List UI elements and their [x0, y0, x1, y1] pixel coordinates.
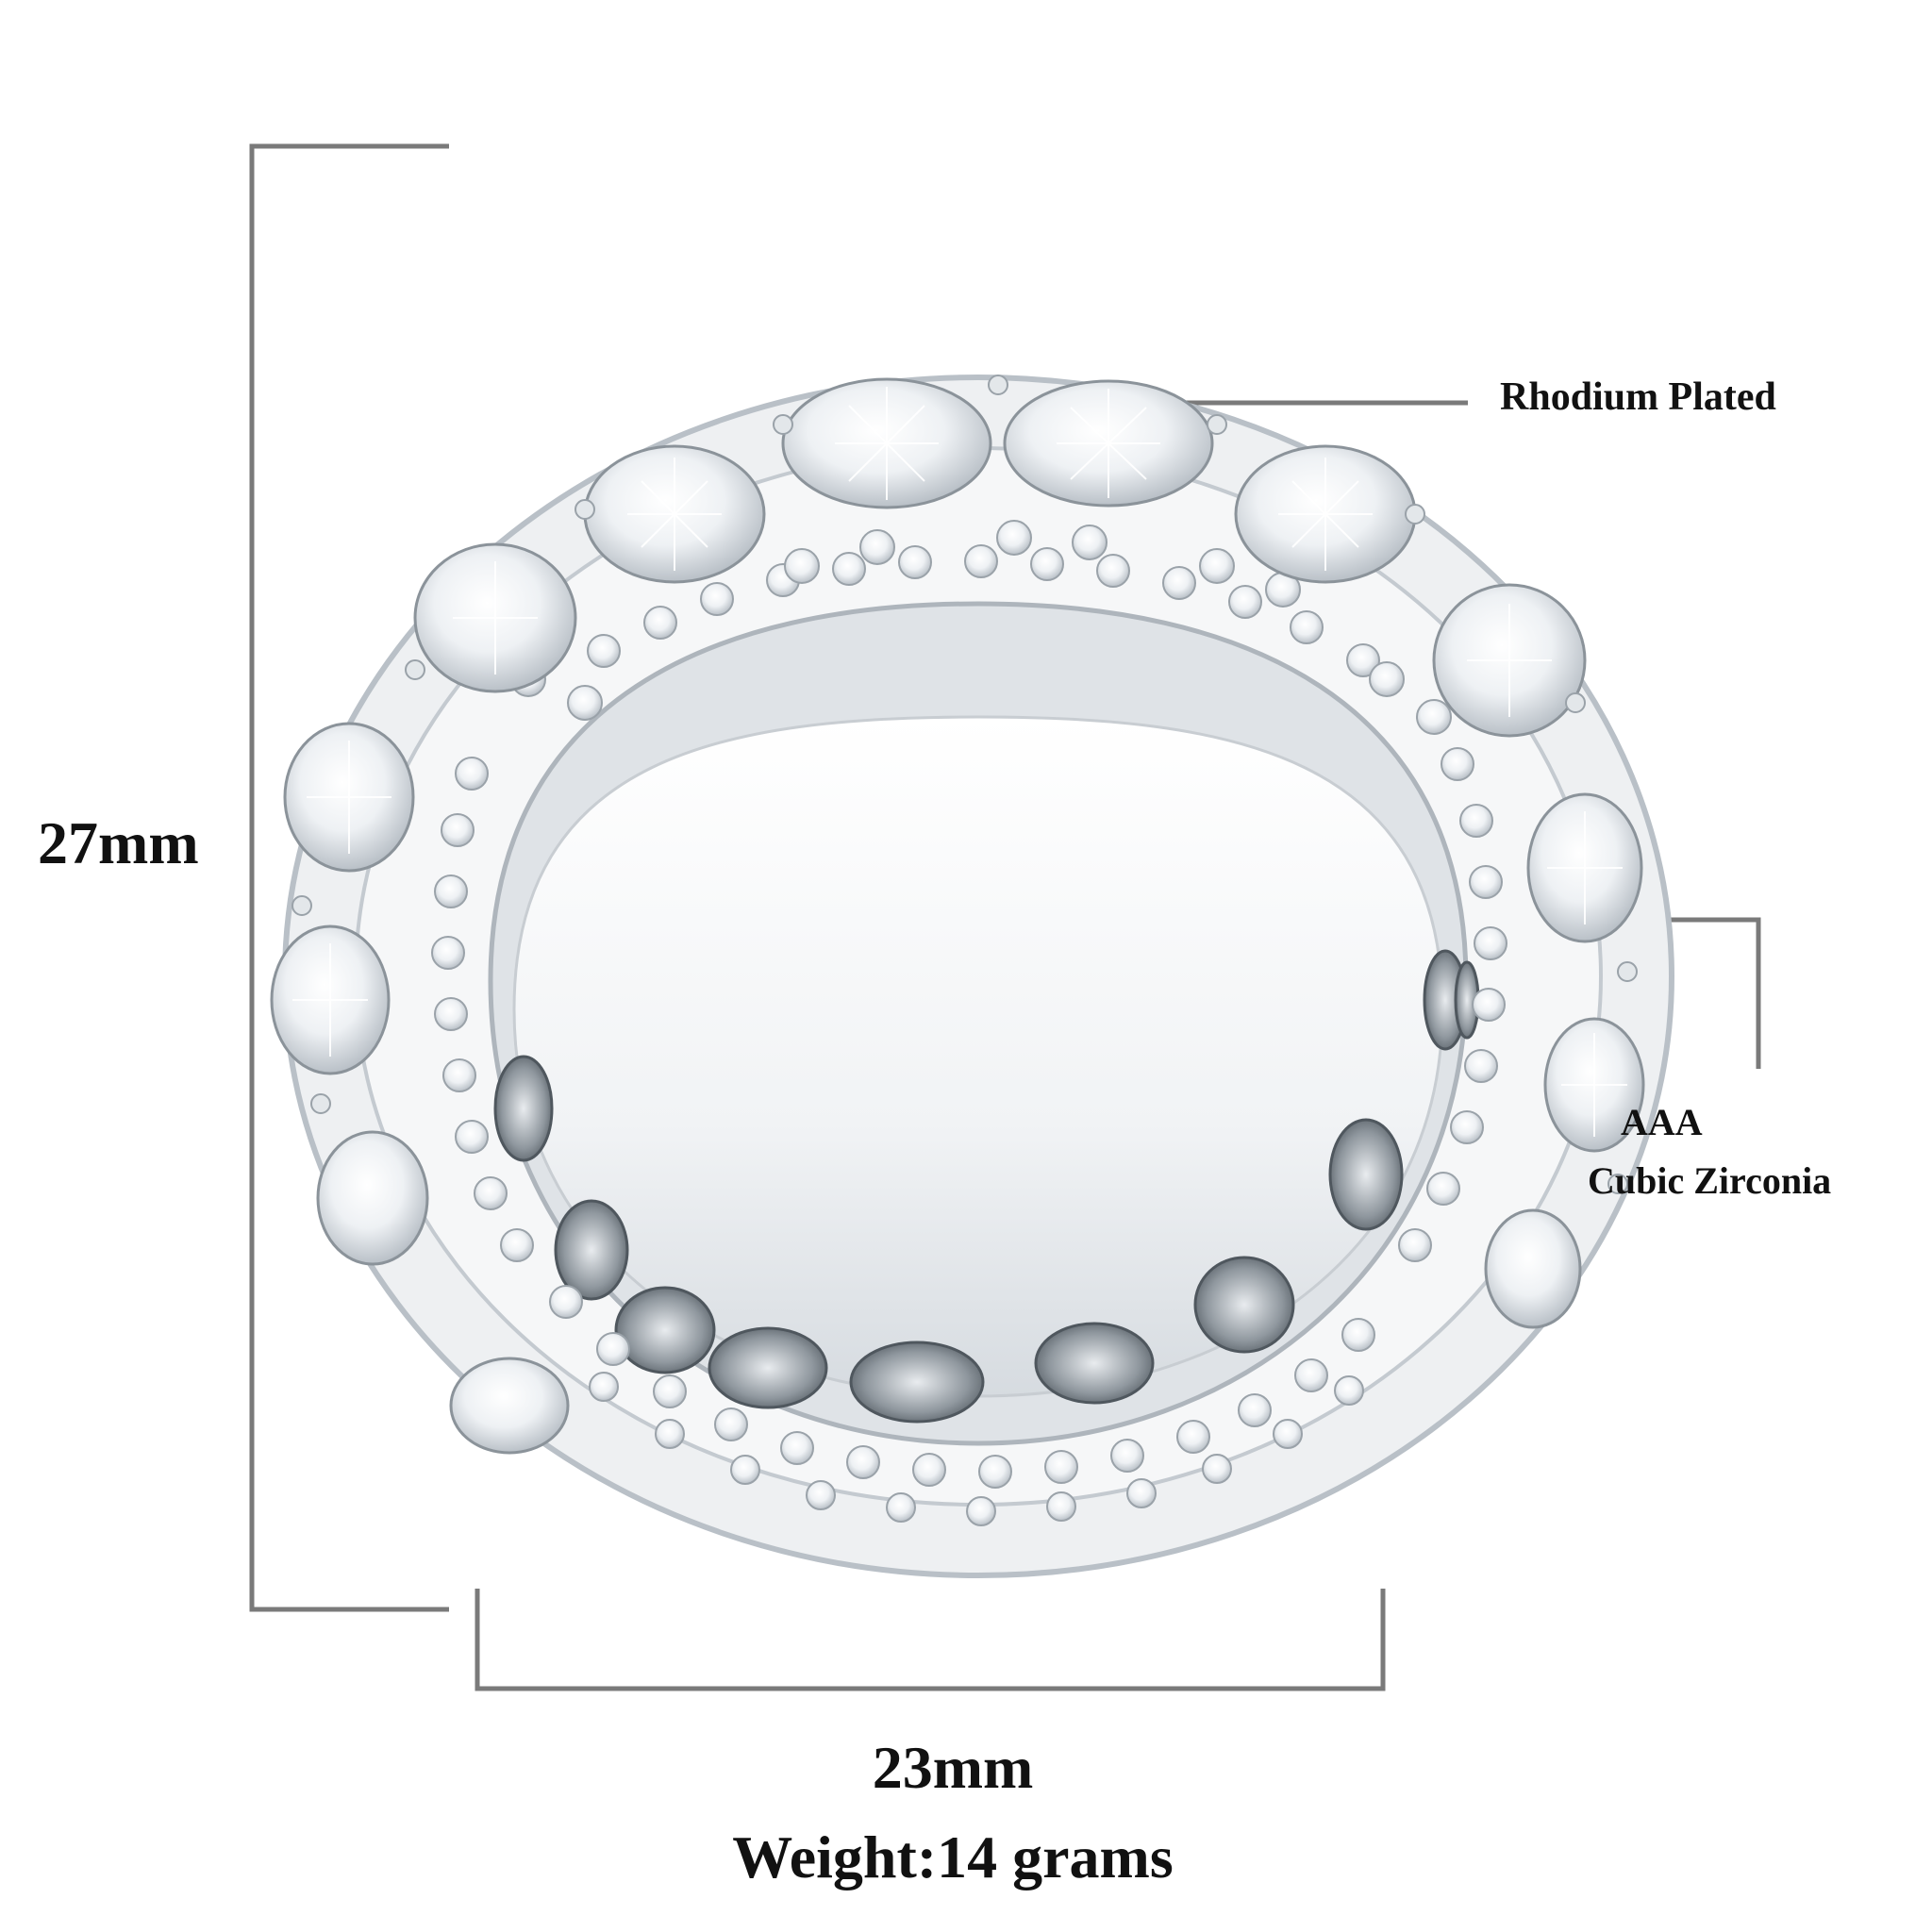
stone-grade-label: AAA — [1621, 1101, 1703, 1143]
band-windows — [493, 949, 1480, 1424]
prongs — [291, 375, 1638, 1194]
weight-label: Weight:14 grams — [732, 1824, 1174, 1890]
ring-band — [282, 375, 1674, 1578]
pave-stones — [431, 520, 1507, 1526]
stone-type-label: Cubic Zirconia — [1588, 1159, 1832, 1202]
rhodium-plated-label: Rhodium Plated — [1500, 375, 1776, 419]
stone-facets — [292, 387, 1627, 1137]
height-dimension-bracket — [249, 143, 449, 1612]
width-dimension-label: 23mm — [872, 1734, 1034, 1801]
height-dimension-label: 27mm — [38, 809, 199, 876]
width-dimension-bracket — [475, 1589, 1386, 1691]
large-stones — [270, 377, 1645, 1455]
